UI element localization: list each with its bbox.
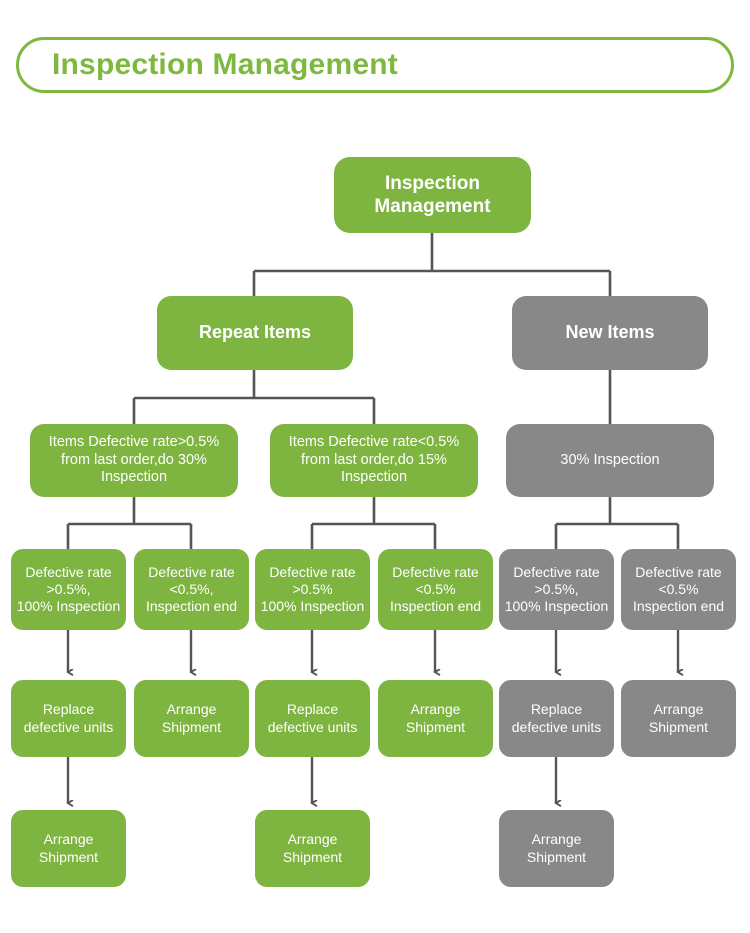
node-new-arrange-shipment[interactable]: Arrange Shipment <box>621 680 736 757</box>
node-r2-defective-under[interactable]: Defective rate <0.5% Inspection end <box>378 549 493 630</box>
node-r2-defective-over[interactable]: Defective rate >0.5% 100% Inspection <box>255 549 370 630</box>
node-r1-defective-over[interactable]: Defective rate >0.5%, 100% Inspection <box>11 549 126 630</box>
node-r2-arrange-shipment[interactable]: Arrange Shipment <box>378 680 493 757</box>
node-r1-arrange-shipment[interactable]: Arrange Shipment <box>134 680 249 757</box>
node-new-defective-over[interactable]: Defective rate >0.5%, 100% Inspection <box>499 549 614 630</box>
node-new-defective-under[interactable]: Defective rate <0.5% Inspection end <box>621 549 736 630</box>
node-r2-replace-defective-units[interactable]: Replace defective units <box>255 680 370 757</box>
title-banner: Inspection Management <box>16 37 734 93</box>
node-r2-final-arrange-shipment[interactable]: Arrange Shipment <box>255 810 370 887</box>
node-new-replace-defective-units[interactable]: Replace defective units <box>499 680 614 757</box>
node-inspection-management[interactable]: Inspection Management <box>334 157 531 233</box>
node-new-30-percent-inspection[interactable]: 30% Inspection <box>506 424 714 497</box>
node-r1-defective-under[interactable]: Defective rate <0.5%, Inspection end <box>134 549 249 630</box>
node-repeat-defective-over[interactable]: Items Defective rate>0.5% from last orde… <box>30 424 238 497</box>
node-r1-replace-defective-units[interactable]: Replace defective units <box>11 680 126 757</box>
node-new-items[interactable]: New Items <box>512 296 708 370</box>
node-repeat-defective-under[interactable]: Items Defective rate<0.5% from last orde… <box>270 424 478 497</box>
node-r1-final-arrange-shipment[interactable]: Arrange Shipment <box>11 810 126 887</box>
page-title: Inspection Management <box>52 48 398 81</box>
node-new-final-arrange-shipment[interactable]: Arrange Shipment <box>499 810 614 887</box>
node-repeat-items[interactable]: Repeat Items <box>157 296 353 370</box>
